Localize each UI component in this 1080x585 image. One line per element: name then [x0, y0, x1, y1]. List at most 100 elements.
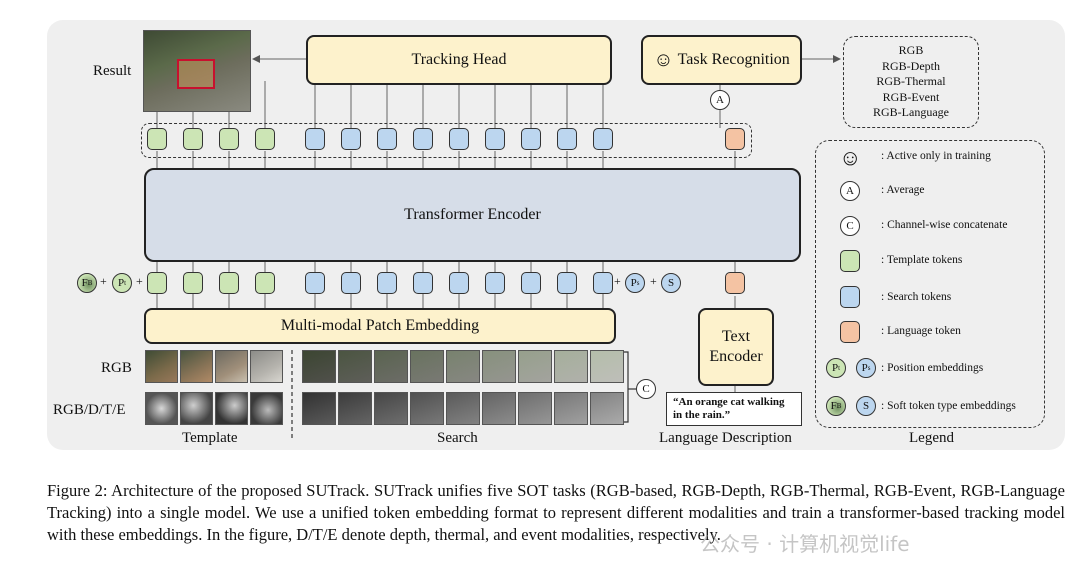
- legend-template-token: [840, 250, 860, 272]
- plus-sign: +: [100, 274, 107, 288]
- search-depth-frame: [338, 392, 372, 425]
- tracking-head-box: Tracking Head: [306, 35, 612, 85]
- transformer-encoder-label: Transformer Encoder: [404, 206, 541, 223]
- row-label-rgbdte: RGB/D/T/E: [53, 402, 126, 418]
- legend-soft-token-text: : Soft token type embeddings: [881, 400, 1016, 412]
- input-template-token: [183, 272, 203, 294]
- task-item: RGB: [898, 43, 924, 57]
- task-item: RGB-Thermal: [876, 74, 946, 88]
- legend-active-icon: ☺: [839, 145, 862, 170]
- template-rgb-frame: [215, 350, 248, 383]
- language-quote-box: “An orange cat walking in the rain.”: [666, 392, 802, 426]
- task-list-box: RGB RGB-Depth RGB-Thermal RGB-Event RGB-…: [843, 36, 979, 128]
- legend-concat-icon: C: [840, 216, 860, 236]
- output-token-row: [141, 123, 752, 158]
- template-rgb-frame: [145, 350, 178, 383]
- text-encoder-label-line2: Encoder: [709, 348, 763, 365]
- task-recognition-box: ☺ Task Recognition: [641, 35, 802, 85]
- search-depth-frame: [482, 392, 516, 425]
- legend-language-token: [840, 321, 860, 343]
- input-template-token: [219, 272, 239, 294]
- legend-average-icon: A: [840, 181, 860, 201]
- search-rgb-frame: [518, 350, 552, 383]
- template-depth-frame: [250, 392, 283, 425]
- legend-language-text: : Language token: [881, 325, 961, 337]
- patch-embedding-label: Multi-modal Patch Embedding: [280, 317, 480, 334]
- search-rgb-frame: [590, 350, 624, 383]
- search-rgb-frame: [410, 350, 444, 383]
- average-circle: A: [710, 90, 730, 110]
- search-rgb-frame: [446, 350, 480, 383]
- output-search-token: [485, 128, 505, 150]
- legend-s-icon: S: [856, 396, 876, 416]
- legend-box: [815, 140, 1045, 428]
- output-search-token: [377, 128, 397, 150]
- input-search-token: [377, 272, 397, 294]
- template-rgb-frame: [180, 350, 213, 383]
- output-language-token: [725, 128, 745, 150]
- smiley-icon: ☺: [653, 48, 674, 71]
- language-description-label: Language Description: [659, 430, 792, 446]
- input-search-token: [521, 272, 541, 294]
- output-search-token: [521, 128, 541, 150]
- patch-embedding-box: Multi-modal Patch Embedding: [144, 308, 616, 344]
- legend-active-text: : Active only in training: [881, 150, 991, 162]
- output-template-token: [219, 128, 239, 150]
- output-template-token: [147, 128, 167, 150]
- template-depth-frame: [215, 392, 248, 425]
- s-embedding-icon: S: [661, 273, 681, 293]
- search-rgb-frame: [554, 350, 588, 383]
- search-rgb-frame: [482, 350, 516, 383]
- result-target-box: [177, 59, 215, 89]
- output-search-token: [305, 128, 325, 150]
- task-recognition-label: Task Recognition: [677, 51, 790, 68]
- legend-position-text: : Position embeddings: [881, 362, 984, 374]
- legend-average-text: : Average: [881, 184, 925, 196]
- input-search-token: [485, 272, 505, 294]
- output-search-token: [413, 128, 433, 150]
- input-search-token: [557, 272, 577, 294]
- language-quote-line2: in the rain.”: [673, 409, 731, 421]
- template-depth-frame: [145, 392, 178, 425]
- task-item: RGB-Event: [882, 89, 940, 104]
- watermark: 公众号 · 计算机视觉life: [700, 532, 910, 556]
- row-label-rgb: RGB: [101, 360, 132, 376]
- legend-template-text: : Template tokens: [881, 254, 963, 266]
- plus-sign: +: [650, 274, 657, 288]
- input-search-token: [341, 272, 361, 294]
- output-search-token: [341, 128, 361, 150]
- search-depth-frame: [518, 392, 552, 425]
- plus-sign: +: [136, 274, 143, 288]
- search-rgb-frame: [338, 350, 372, 383]
- template-rgb-frame: [250, 350, 283, 383]
- search-label: Search: [437, 430, 478, 446]
- search-rgb-frame: [302, 350, 336, 383]
- legend-search-text: : Search tokens: [881, 291, 952, 303]
- input-search-token: [593, 272, 613, 294]
- search-depth-frame: [590, 392, 624, 425]
- result-image: [143, 30, 251, 112]
- search-depth-frame: [302, 392, 336, 425]
- result-label: Result: [93, 63, 132, 79]
- task-item: RGB-Depth: [882, 58, 940, 73]
- tracking-head-label: Tracking Head: [411, 51, 507, 68]
- concat-circle: C: [636, 379, 656, 399]
- output-template-token: [183, 128, 203, 150]
- input-search-token: [305, 272, 325, 294]
- legend-concat-text: : Channel-wise concatenate: [881, 219, 1008, 231]
- task-item: RGB-Language: [873, 105, 949, 119]
- output-search-token: [557, 128, 577, 150]
- search-depth-frame: [374, 392, 408, 425]
- output-template-token: [255, 128, 275, 150]
- search-rgb-frame: [374, 350, 408, 383]
- search-depth-frame: [410, 392, 444, 425]
- input-template-token: [147, 272, 167, 294]
- output-search-token: [593, 128, 613, 150]
- search-depth-frame: [446, 392, 480, 425]
